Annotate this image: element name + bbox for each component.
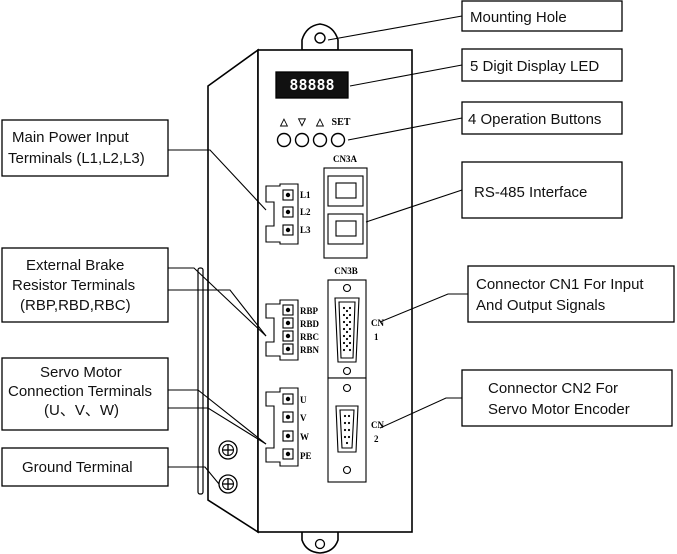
power-terminal-block: L1 L2 L3 — [265, 183, 311, 245]
callout-main-power-line2: Terminals (L1,L2,L3) — [8, 150, 145, 167]
led-display: 88888 — [275, 71, 349, 99]
callout-motor-line3: (U、V、W) — [44, 402, 119, 419]
cn2-number: 2 — [374, 434, 379, 444]
button-symbol-down: ▽ — [297, 117, 306, 128]
pin-label-pe: PE — [300, 451, 312, 461]
pin-label-rbp: RBP — [300, 306, 319, 316]
leader-ground — [168, 466, 220, 485]
cn3b-label: CN3B — [334, 266, 358, 276]
callout-cn2-line1: Connector CN2 For — [488, 380, 618, 397]
callout-brake-line3: (RBP,RBD,RBC) — [20, 297, 131, 314]
leader-display-led — [349, 64, 463, 87]
callout-cn2: Connector CN2 For Servo Motor Encoder — [461, 369, 673, 427]
callout-rs485: RS-485 Interface — [461, 161, 623, 219]
side-vent-slot — [197, 267, 204, 495]
ground-screw-1 — [218, 440, 238, 460]
pin-label-w: W — [300, 432, 309, 442]
callout-main-power: Main Power Input Terminals (L1,L2,L3) — [1, 119, 169, 177]
leader-brake-b — [168, 289, 267, 337]
button-up-1[interactable] — [276, 132, 292, 148]
leader-lines — [168, 15, 468, 485]
cn2-connector: CN 2 — [335, 383, 384, 475]
leader-main-power — [168, 149, 267, 211]
callout-brake: External Brake Resistor Terminals (RBP,R… — [1, 247, 169, 323]
callout-cn2-line2: Servo Motor Encoder — [488, 401, 630, 418]
led-display-value: 88888 — [289, 76, 334, 94]
callout-display-led-text: 5 Digit Display LED — [470, 58, 599, 75]
mounting-hole — [314, 32, 326, 44]
button-set[interactable] — [330, 132, 346, 148]
cn2-pins — [343, 414, 351, 445]
pin-label-v: V — [300, 413, 307, 423]
button-symbol-up-1: △ — [279, 117, 288, 128]
motor-terminal-block: U V W PE — [265, 387, 312, 467]
side-panel — [207, 48, 259, 534]
callout-cn1-line1: Connector CN1 For Input — [476, 276, 644, 293]
callout-main-power-line1: Main Power Input — [12, 129, 130, 146]
cn1-connector: CN 1 — [334, 283, 384, 376]
button-up-2[interactable] — [312, 132, 328, 148]
pin-label-l2: L2 — [300, 207, 311, 217]
callout-operation-buttons-text: 4 Operation Buttons — [468, 111, 601, 128]
leader-motor-a — [168, 389, 267, 445]
bottom-mounting-hole — [314, 538, 326, 550]
ground-screw-2 — [218, 474, 238, 494]
button-symbol-set: SET — [332, 117, 351, 128]
cn2-label: CN — [371, 420, 384, 430]
pin-label-rbd: RBD — [300, 319, 320, 329]
leader-motor-b — [168, 407, 267, 445]
servo-drive-body: 88888 △ ▽ △ SET CN3A — [197, 23, 413, 554]
pin-label-l3: L3 — [300, 225, 311, 235]
button-symbol-up-2: △ — [315, 117, 324, 128]
callout-motor: Servo Motor Connection Terminals (U、V、W) — [1, 357, 169, 431]
callout-cn1-line2: And Output Signals — [476, 297, 605, 314]
cn3a-label: CN3A — [333, 154, 357, 164]
cn3a-rs485-port: CN3A — [323, 154, 368, 259]
brake-terminal-block: RBP RBD RBC RBN — [265, 299, 320, 361]
pin-label-rbc: RBC — [300, 332, 319, 342]
operation-buttons: △ ▽ △ SET — [276, 117, 351, 148]
button-down[interactable] — [294, 132, 310, 148]
callout-operation-buttons: 4 Operation Buttons — [461, 101, 623, 135]
leader-rs485 — [365, 189, 463, 223]
callout-ground-text: Ground Terminal — [22, 459, 133, 476]
pin-label-u: U — [300, 395, 307, 405]
cn1-number: 1 — [374, 332, 379, 342]
cn1-pins — [342, 306, 352, 352]
cn1-label: CN — [371, 318, 384, 328]
leader-operation-buttons — [347, 117, 463, 141]
callout-display-led: 5 Digit Display LED — [461, 48, 623, 82]
leader-mounting-hole — [327, 15, 463, 41]
callout-brake-line1: External Brake — [26, 257, 124, 274]
callout-motor-line1: Servo Motor — [40, 364, 122, 381]
callout-motor-line2: Connection Terminals — [8, 383, 152, 400]
callout-cn1: Connector CN1 For Input And Output Signa… — [467, 265, 675, 323]
leader-brake-a — [168, 267, 267, 337]
callout-brake-line2: Resistor Terminals — [12, 277, 135, 294]
pin-label-l1: L1 — [300, 190, 311, 200]
leader-cn2 — [379, 397, 462, 429]
callout-rs485-text: RS-485 Interface — [474, 184, 587, 201]
callout-mounting-hole-text: Mounting Hole — [470, 9, 567, 26]
callout-mounting-hole: Mounting Hole — [461, 0, 623, 32]
leader-cn1 — [379, 293, 468, 323]
pin-label-rbn: RBN — [300, 345, 320, 355]
callout-ground: Ground Terminal — [1, 447, 169, 487]
